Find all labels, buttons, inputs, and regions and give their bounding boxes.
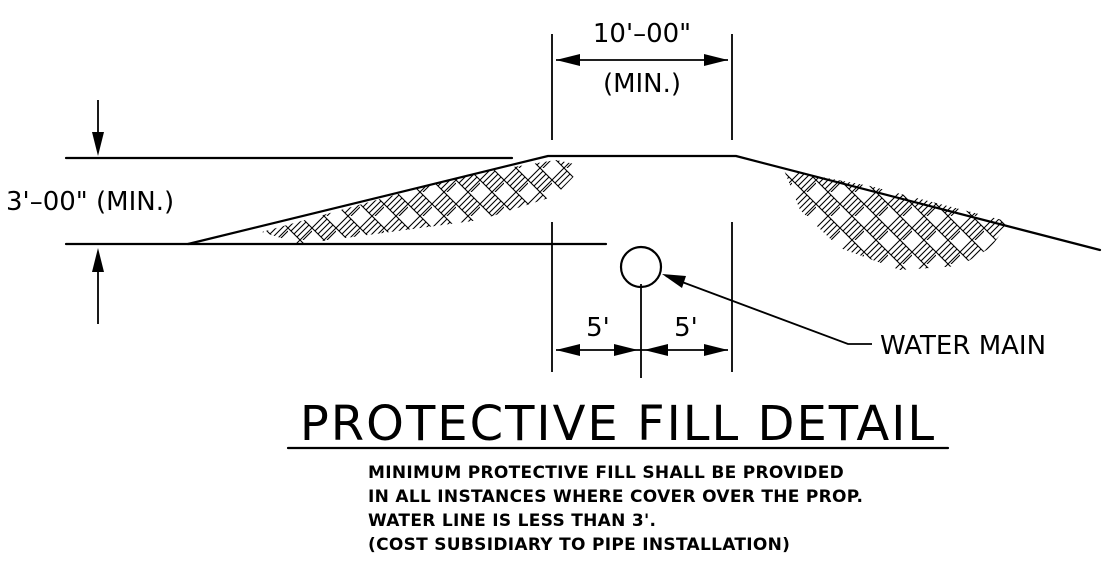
water-main-leader-arrow (662, 274, 686, 288)
water-main-pipe-icon (619, 245, 663, 289)
offset-arrow-left-outer (556, 344, 580, 356)
top-width-arrow-right (704, 54, 728, 66)
top-width-arrow-left (556, 54, 580, 66)
cover-depth-label: 3'–00" (MIN.) (6, 187, 174, 217)
top-width-note: (MIN.) (603, 69, 681, 99)
fill-hatch-right (784, 170, 1010, 270)
note-line-2: IN ALL INSTANCES WHERE COVER OVER THE PR… (368, 487, 863, 507)
water-main-label: WATER MAIN (880, 331, 1046, 361)
detail-title: PROTECTIVE FILL DETAIL (300, 396, 936, 452)
note-line-3: WATER LINE IS LESS THAN 3'. (368, 511, 656, 531)
note-line-4: (COST SUBSIDIARY TO PIPE INSTALLATION) (368, 535, 790, 555)
right-offset-label: 5' (674, 313, 698, 343)
left-offset-label: 5' (586, 313, 610, 343)
offset-arrow-right-outer (704, 344, 728, 356)
note-line-1: MINIMUM PROTECTIVE FILL SHALL BE PROVIDE… (368, 463, 844, 483)
water-main-leader-line (665, 275, 872, 345)
depth-arrow-bottom (92, 248, 104, 272)
fill-hatch-left (262, 160, 584, 244)
depth-arrow-top (92, 132, 104, 156)
top-width-label: 10'–00" (593, 19, 691, 49)
offset-arrow-right-inner (644, 344, 668, 356)
offset-arrow-left-inner (614, 344, 638, 356)
